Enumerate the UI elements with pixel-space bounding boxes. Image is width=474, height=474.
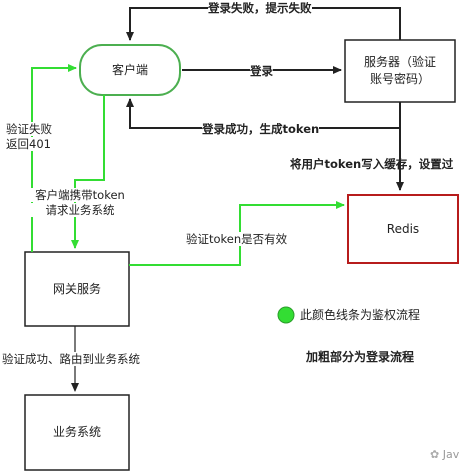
business-label: 业务系统 <box>52 425 101 439</box>
edge-label-verify-fail-1: 验证失败 <box>6 122 52 136</box>
edge-label-verify-token: 验证token是否有效 <box>186 232 288 246</box>
edge-carry-token <box>71 95 105 249</box>
client-label: 客户端 <box>111 63 148 77</box>
server-label-line2: 账号密码） <box>369 72 430 86</box>
server-label-line1: 服务器（验证 <box>363 55 436 69</box>
watermark-text: Jav <box>442 448 460 461</box>
redis-label: Redis <box>386 222 420 236</box>
edge-label-carry-token-1: 客户端携带token <box>30 188 130 202</box>
legend-green-text: 此颜色线条为鉴权流程 <box>300 308 421 322</box>
client-node <box>79 44 181 96</box>
gateway-label: 网关服务 <box>52 282 101 296</box>
edge-label-verify-fail-2: 返回401 <box>6 137 51 151</box>
edge-label-login-success: 登录成功，生成token <box>202 122 320 136</box>
server-node <box>344 39 456 103</box>
edge-verify-fail <box>31 64 77 252</box>
edge-label-carry-token-2: 请求业务系统 <box>30 203 130 217</box>
edge-label-login-fail: 登录失败，提示失败 <box>208 1 312 15</box>
gateway-node <box>24 251 130 327</box>
wechat-icon: ✿ <box>430 448 440 461</box>
edge-label-login: 登录 <box>250 64 273 78</box>
legend-bold-text: 加粗部分为登录流程 <box>306 350 415 364</box>
business-node <box>24 394 130 471</box>
watermark: ✿ Jav <box>430 448 459 462</box>
edge-label-route-business: 验证成功、路由到业务系统 <box>2 352 140 366</box>
edge-label-write-cache: 将用户token写入缓存，设置过 <box>290 157 454 171</box>
redis-node <box>347 194 459 264</box>
legend-green-dot <box>277 306 295 324</box>
